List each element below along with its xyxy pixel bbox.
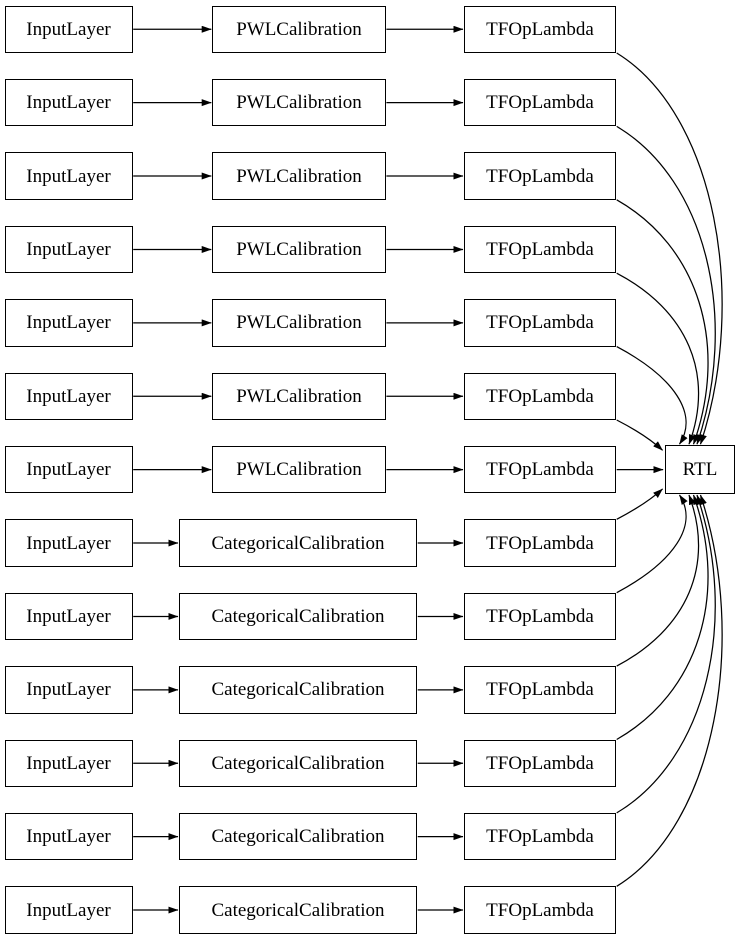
node-inputlayer-3: InputLayer xyxy=(4,225,133,274)
edge-lambda-sink-3 xyxy=(616,272,700,445)
node-inputlayer-10: InputLayer xyxy=(4,739,133,787)
node-rtl: RTL xyxy=(664,445,736,494)
node-tfoplambda-0: TFOpLambda xyxy=(464,5,616,53)
node-categoricalcalibration-12: CategoricalCalibration xyxy=(179,886,417,934)
node-inputlayer-5: InputLayer xyxy=(4,372,133,420)
node-pwlcalibration-5: PWLCalibration xyxy=(212,372,386,420)
node-pwlcalibration-3: PWLCalibration xyxy=(212,225,386,274)
node-categoricalcalibration-11: CategoricalCalibration xyxy=(179,812,417,861)
node-inputlayer-12: InputLayer xyxy=(4,886,133,934)
node-tfoplambda-12: TFOpLambda xyxy=(464,886,616,934)
node-categoricalcalibration-10: CategoricalCalibration xyxy=(179,739,417,787)
node-inputlayer-6: InputLayer xyxy=(4,445,133,494)
edge-lambda-sink-12 xyxy=(616,494,723,887)
edge-lambda-sink-0 xyxy=(616,52,723,445)
node-pwlcalibration-6: PWLCalibration xyxy=(212,445,386,494)
edge-lambda-sink-7 xyxy=(616,488,664,520)
node-tfoplambda-6: TFOpLambda xyxy=(464,445,616,494)
node-inputlayer-8: InputLayer xyxy=(4,592,133,641)
node-inputlayer-11: InputLayer xyxy=(4,812,133,861)
edge-lambda-sink-8 xyxy=(616,494,688,594)
node-tfoplambda-10: TFOpLambda xyxy=(464,739,616,787)
node-tfoplambda-8: TFOpLambda xyxy=(464,592,616,641)
node-categoricalcalibration-9: CategoricalCalibration xyxy=(179,666,417,714)
node-inputlayer-1: InputLayer xyxy=(4,78,133,127)
node-tfoplambda-7: TFOpLambda xyxy=(464,519,616,567)
node-inputlayer-2: InputLayer xyxy=(4,152,133,200)
node-tfoplambda-9: TFOpLambda xyxy=(464,666,616,714)
node-inputlayer-4: InputLayer xyxy=(4,299,133,347)
node-inputlayer-0: InputLayer xyxy=(4,5,133,53)
node-tfoplambda-5: TFOpLambda xyxy=(464,372,616,420)
edge-lambda-sink-1 xyxy=(616,125,716,445)
node-pwlcalibration-0: PWLCalibration xyxy=(212,5,386,53)
node-categoricalcalibration-7: CategoricalCalibration xyxy=(179,519,417,567)
node-tfoplambda-11: TFOpLambda xyxy=(464,812,616,861)
node-pwlcalibration-4: PWLCalibration xyxy=(212,299,386,347)
node-pwlcalibration-1: PWLCalibration xyxy=(212,78,386,127)
edge-lambda-sink-10 xyxy=(616,494,709,741)
edge-lambda-sink-5 xyxy=(616,419,664,451)
node-tfoplambda-1: TFOpLambda xyxy=(464,78,616,127)
edge-lambda-sink-9 xyxy=(616,494,700,667)
node-inputlayer-9: InputLayer xyxy=(4,666,133,714)
node-inputlayer-7: InputLayer xyxy=(4,519,133,567)
node-tfoplambda-4: TFOpLambda xyxy=(464,299,616,347)
edge-lambda-sink-11 xyxy=(616,494,716,814)
edge-lambda-sink-4 xyxy=(616,346,688,445)
node-tfoplambda-3: TFOpLambda xyxy=(464,225,616,274)
node-categoricalcalibration-8: CategoricalCalibration xyxy=(179,592,417,641)
node-tfoplambda-2: TFOpLambda xyxy=(464,152,616,200)
edge-lambda-sink-2 xyxy=(616,199,709,445)
node-pwlcalibration-2: PWLCalibration xyxy=(212,152,386,200)
